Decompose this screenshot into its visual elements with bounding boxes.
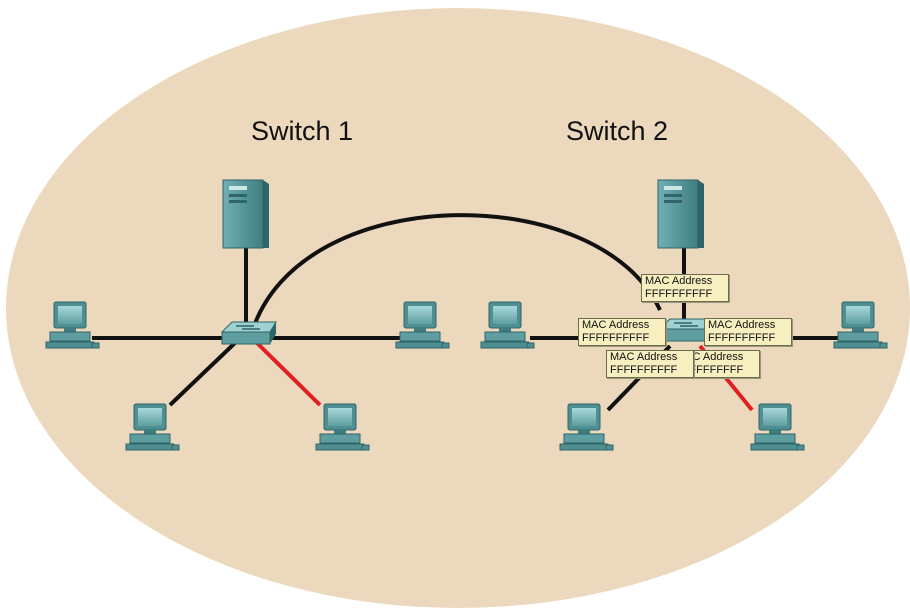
link-sw1-pc-bottom-left [168,340,238,407]
mac-address-title: MAC Address [582,319,650,331]
switch2-label: Switch 2 [566,116,669,146]
mac-address-title: MAC Address [610,351,678,363]
trunk-link [250,213,662,333]
mac-address-value: FFFFFFFFFF [708,332,776,344]
server-icon [222,179,270,249]
mac-address-tag: MAC Address FFFFFFFFFF [606,350,694,378]
network-boundary [6,8,910,608]
switch-icon [221,321,277,345]
switch1-label: Switch 1 [251,116,354,146]
mac-address-tag: MAC Address FFFFFFFFFF [704,318,792,346]
mac-address-title: MAC Address [708,319,776,331]
mac-address-title: MAC Address [645,275,713,287]
mac-address-value: FFFFFFFFFF [610,364,678,376]
mac-address-value: FFFFFFFFFF [582,332,650,344]
mac-address-value: FFFFFFFFFF [645,288,713,300]
server-icon [657,179,705,249]
link-sw1-pc-bottom-right [254,340,322,407]
mac-address-tag: MAC Address FFFFFFFFFF [578,318,666,346]
mac-address-tag: MAC Address FFFFFFFFFF [641,274,729,302]
